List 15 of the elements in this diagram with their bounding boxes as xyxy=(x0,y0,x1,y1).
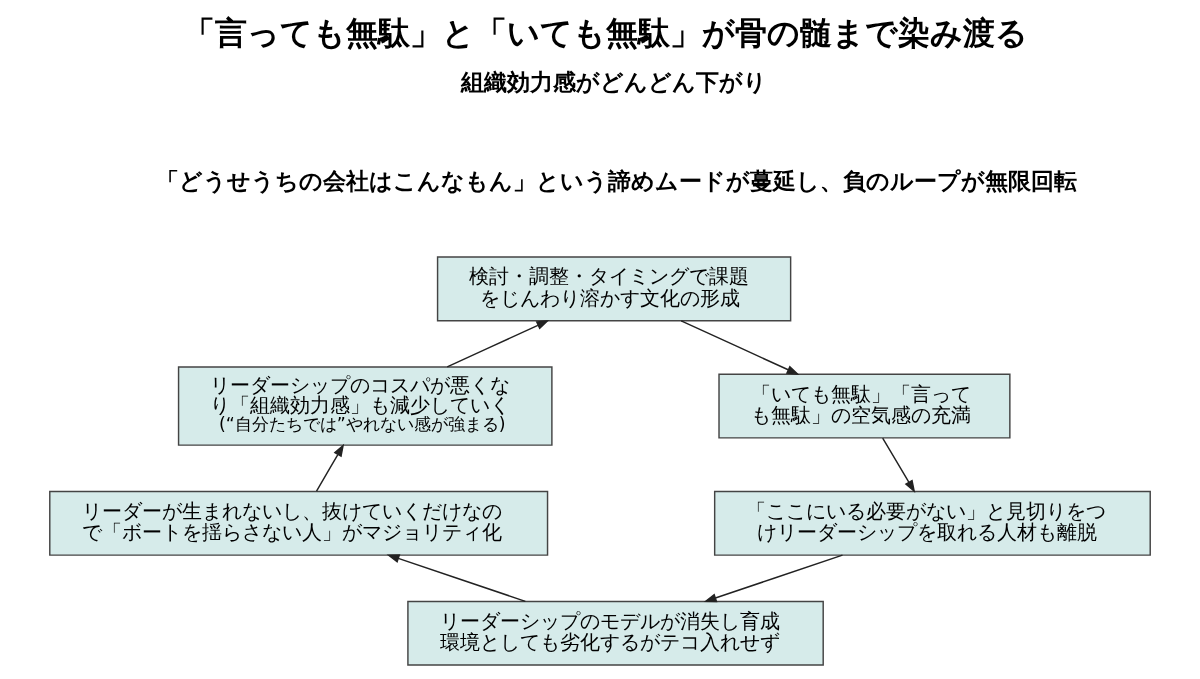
arrow xyxy=(881,437,916,493)
arrow xyxy=(315,443,345,492)
node-box: 「ここにいる必要がない」と見切りをつけリーダーシップを取れる人材も離脱 xyxy=(713,490,1151,556)
node-box: リーダーシップのコスパが悪くなり「組織効力感」も減少していく (“自分たちでは”やれない感が強まる) xyxy=(177,366,553,446)
diagram-title: 「言っても無駄」と「いても無駄」が骨の髄まで染み渡る xyxy=(183,13,1029,52)
arrow xyxy=(680,320,800,375)
node-box: 検討・調整・タイミングで課題をじんわり溶かす文化の形成 xyxy=(436,256,792,322)
arrow xyxy=(446,320,550,368)
node-box: リーダーが生まれないし、抜けていくだけなので「ボートを揺らさない人」がマジョリティ化 xyxy=(49,490,549,556)
arrow xyxy=(386,554,527,603)
node-box: リーダーシップのモデルが消失し育成環境としても劣化するがテコ入れせず xyxy=(407,600,824,666)
arrow xyxy=(703,554,844,603)
label: 組織効力感がどんどん下がり xyxy=(461,69,768,96)
node-box: 「いても無駄」「言っても無駄」の空気感の充満 xyxy=(718,373,1011,439)
label: 「どうせうちの会社はこんなもん」という諦めムードが蔓延し、負のループが無限回転 xyxy=(156,167,1078,194)
